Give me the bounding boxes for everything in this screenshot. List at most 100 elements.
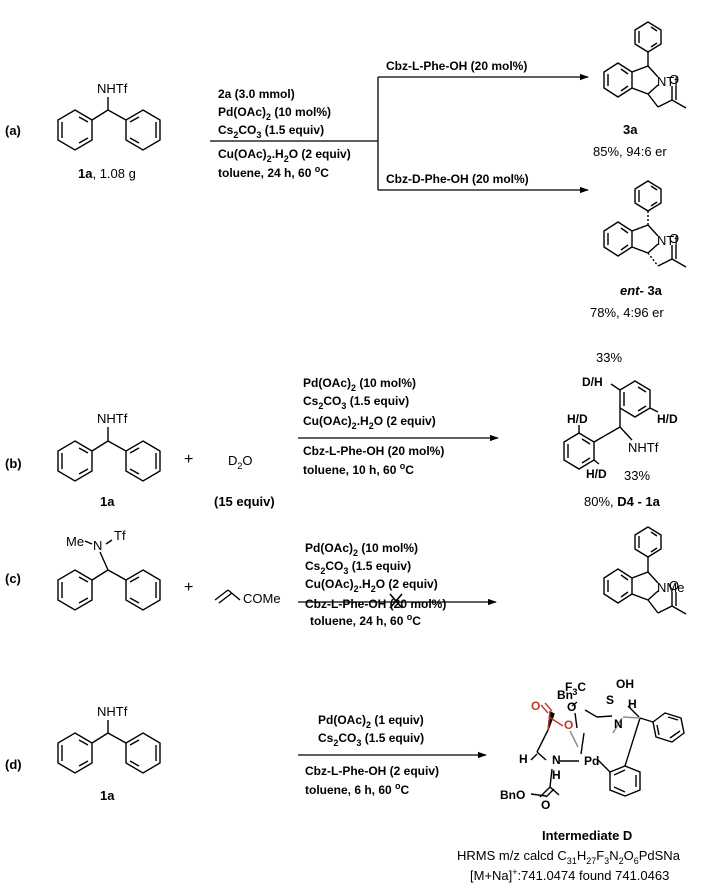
enone-group: COMe (243, 591, 281, 606)
product-ent-3a-result: 78%, 4:96 er (590, 305, 664, 320)
svg-text:Cu(OAc)2.H2O (2 equiv): Cu(OAc)2.H2O (2 equiv) (303, 414, 436, 431)
svg-text:toluene, 6 h, 60 oC: toluene, 6 h, 60 oC (305, 781, 410, 797)
substrate-1a-group-b: NHTf (97, 411, 128, 426)
svg-text:Cs2CO3 (1.5 equiv): Cs2CO3 (1.5 equiv) (305, 559, 411, 576)
svg-text:Cs2CO3 (1.5 equiv): Cs2CO3 (1.5 equiv) (303, 394, 409, 411)
panel-b: (b) NHTf 1a + D2O (15 equiv) Pd(OAc)2 (1… (5, 350, 678, 509)
svg-text:N: N (552, 753, 561, 767)
reagent-pd: Pd(OAc)2 (10 mol%) (218, 105, 331, 122)
substrate-1a-label-a: 1a, 1.08 g (78, 166, 136, 181)
svg-text:Cbz-L-Phe-OH (20 mol%): Cbz-L-Phe-OH (20 mol%) (303, 444, 444, 458)
conditions-above-c: Pd(OAc)2 (10 mol%) Cs2CO3 (1.5 equiv) Cu… (305, 541, 438, 594)
panel-c-label: (c) (5, 571, 21, 586)
intermediate-d-atom-labels: O O Bn F3C OH S O N H H N H Pd BnO O (500, 677, 637, 812)
reagent-cs: Cs2CO3 (1.5 equiv) (218, 123, 324, 140)
product-3a-result: 85%, 94:6 er (593, 144, 667, 159)
reagent-solvent: toluene, 24 h, 60 oC (218, 164, 329, 180)
svg-text:toluene, 24 h, 60 oC: toluene, 24 h, 60 oC (310, 612, 421, 628)
substrate-1a-structure-d (57, 720, 161, 774)
product-3a-group: NTf (657, 74, 678, 89)
conditions-below-c: Cbz-L-Phe-OH (20 mol%) toluene, 24 h, 60… (305, 597, 446, 628)
deut-label-bottom: H/D (586, 467, 607, 481)
product-ent-3a-oxygen: O (669, 231, 679, 246)
product-d4-1a-structure (563, 380, 659, 470)
carbamate-oxygen: O (541, 798, 550, 812)
svg-text:OH: OH (616, 677, 634, 691)
panel-c: (c) Me N Tf + COMe Pd(OAc)2 (10 mol%) Cs… (5, 526, 687, 628)
substrate-1a-label-b: 1a (100, 494, 115, 509)
upper-condition-a: Cbz-L-Phe-OH (20 mol%) (386, 59, 527, 73)
panel-d: (d) NHTf 1a Pd(OAc)2 (1 equiv) Cs2CO3 (1… (5, 677, 685, 883)
d2o-amount: (15 equiv) (214, 494, 275, 509)
svg-text:F3C: F3C (565, 680, 586, 697)
svg-text:Pd: Pd (584, 754, 599, 768)
n-methyl-tf: Tf (114, 528, 126, 543)
svg-text:Pd(OAc)2 (1 equiv): Pd(OAc)2 (1 equiv) (318, 713, 424, 730)
substrate-1a-group-a: NHTf (97, 81, 128, 96)
isoindoline-nme-group: NMe (657, 580, 684, 595)
product-d4-1a-result: 80%, D4 - 1a (584, 494, 661, 509)
product-ent-3a-group: NTf (657, 233, 678, 248)
isoindoline-nme-oxygen: O (669, 578, 679, 593)
conditions-above-b: Pd(OAc)2 (10 mol%) Cs2CO3 (1.5 equiv) Cu… (303, 376, 436, 431)
product-ent-3a-structure (603, 180, 687, 268)
svg-text:Cs2CO3 (1.5 equiv): Cs2CO3 (1.5 equiv) (318, 731, 424, 748)
d2o-reagent: D2O (228, 453, 253, 471)
svg-text:H: H (628, 697, 637, 711)
svg-text:O: O (531, 699, 540, 713)
conditions-below-b: Cbz-L-Phe-OH (20 mol%) toluene, 10 h, 60… (303, 444, 444, 477)
product-d4-1a-group: NHTf (628, 440, 659, 455)
svg-text:N: N (614, 717, 623, 731)
intermediate-d-structure (530, 701, 685, 798)
plus-sign-b: + (184, 451, 193, 468)
product-3a-name: 3a (623, 122, 638, 137)
isoindoline-nme-product-structure (603, 526, 687, 615)
deuterium-percent-top: 33% (596, 350, 622, 365)
hrms-calcd-line: HRMS m/z calcd C31H27F3N2O6PdSNa (457, 848, 681, 866)
deut-label-top: D/H (582, 375, 603, 389)
panel-d-label: (d) (5, 757, 22, 772)
n-methyl-me: Me (66, 534, 84, 549)
substrate-1a-structure-b (57, 427, 161, 482)
n-methyl-substrate-structure (57, 539, 161, 611)
deut-label-right: H/D (657, 412, 678, 426)
n-methyl-n: N (93, 538, 102, 553)
conditions-above-d: Pd(OAc)2 (1 equiv) Cs2CO3 (1.5 equiv) (318, 713, 424, 748)
plus-sign-c: + (184, 579, 193, 596)
svg-text:Pd(OAc)2 (10 mol%): Pd(OAc)2 (10 mol%) (305, 541, 418, 558)
reagent-cu: Cu(OAc)2.H2O (2 equiv) (218, 147, 351, 164)
svg-text:Bn: Bn (557, 688, 573, 702)
intermediate-d-name: Intermediate D (542, 828, 632, 843)
svg-text:O: O (564, 718, 573, 732)
panel-a-label: (a) (5, 123, 21, 138)
substrate-1a-structure-a (57, 97, 161, 151)
svg-text:H: H (552, 768, 561, 782)
methyl-vinyl-ketone-structure (214, 589, 241, 604)
svg-text:toluene, 10 h, 60 oC: toluene, 10 h, 60 oC (303, 461, 414, 477)
substrate-1a-group-d: NHTf (97, 704, 128, 719)
svg-text:S: S (606, 693, 614, 707)
product-ent-3a-name: ent- 3a (620, 283, 663, 298)
svg-text:Cbz-L-Phe-OH (20 mol%): Cbz-L-Phe-OH (20 mol%) (305, 597, 446, 611)
branched-arrow-a (210, 73, 589, 194)
reagent-2a: 2a (3.0 mmol) (218, 87, 295, 101)
panel-b-label: (b) (5, 456, 22, 471)
deuterium-percent-bottom: 33% (624, 468, 650, 483)
lower-condition-a: Cbz-D-Phe-OH (20 mol%) (386, 172, 529, 186)
svg-text:H: H (519, 752, 528, 766)
svg-text:Cu(OAc)2.H2O (2 equiv): Cu(OAc)2.H2O (2 equiv) (305, 577, 438, 594)
failed-reaction-cross (389, 593, 403, 609)
conditions-below-d: Cbz-L-Phe-OH (2 equiv) toluene, 6 h, 60 … (305, 764, 439, 797)
svg-text:Cbz-L-Phe-OH (2 equiv): Cbz-L-Phe-OH (2 equiv) (305, 764, 439, 778)
product-3a-structure (603, 21, 687, 109)
reagent-list-a: 2a (3.0 mmol) Pd(OAc)2 (10 mol%) Cs2CO3 … (218, 87, 351, 180)
substrate-1a-label-d: 1a (100, 788, 115, 803)
product-3a-oxygen: O (669, 72, 679, 87)
deut-label-left: H/D (567, 412, 588, 426)
panel-a: (a) NHTf 1a, 1.08 g 2a (3.0 mmol) Pd(OAc… (5, 21, 687, 320)
svg-text:BnO: BnO (500, 788, 525, 802)
svg-text:Pd(OAc)2 (10 mol%): Pd(OAc)2 (10 mol%) (303, 376, 416, 393)
svg-text:O: O (567, 700, 576, 714)
hrms-found-line: [M+Na]+:741.0474 found 741.0463 (470, 867, 669, 883)
